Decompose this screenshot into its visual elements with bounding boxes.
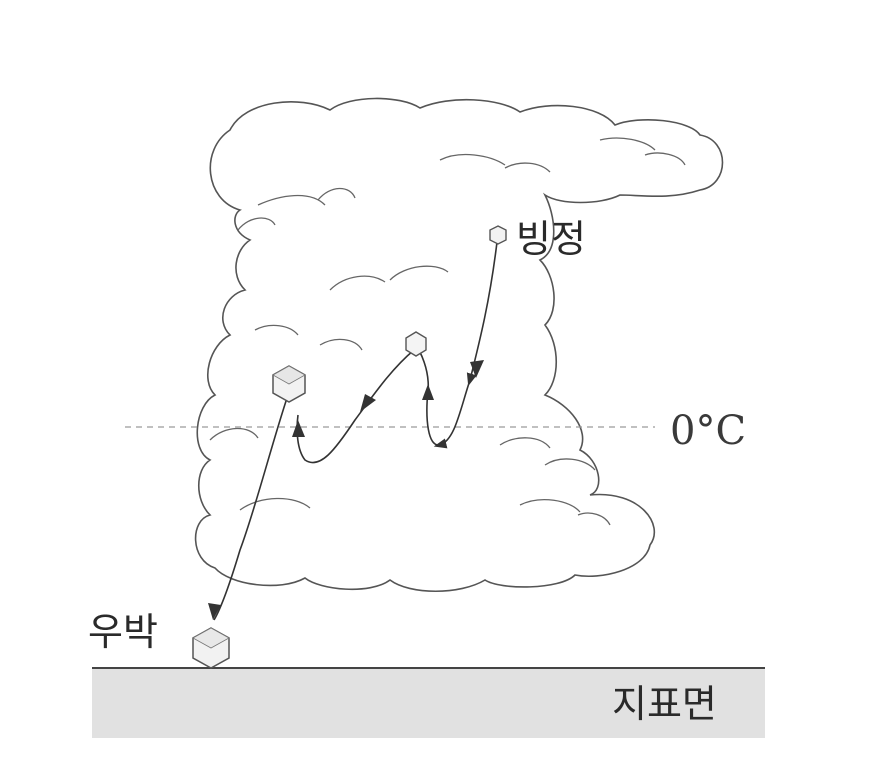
arrow-down-3	[208, 603, 221, 620]
label-ice-crystal: 빙정	[516, 217, 586, 261]
path-segment-1	[426, 241, 498, 449]
trajectory-arrows	[208, 360, 484, 620]
hailstone	[192, 627, 230, 669]
ice-crystal-start	[489, 225, 507, 245]
ice-particle-mid	[405, 331, 427, 357]
arrow-down-2	[360, 394, 376, 412]
arrow-up-1	[422, 384, 434, 400]
label-hail: 우박	[88, 610, 158, 654]
cumulonimbus-cloud	[194, 97, 724, 592]
path-segment-4	[213, 397, 288, 621]
arrow-down-1	[470, 360, 484, 378]
arrow-up-2	[292, 420, 305, 437]
ice-particle-large	[272, 365, 306, 403]
ground-surface-band	[92, 668, 765, 738]
label-freezing-level: 0°C	[670, 408, 746, 454]
label-ground-surface: 지표면	[612, 682, 717, 726]
cloud-detail-lines	[209, 137, 686, 526]
path-segment-3	[296, 349, 415, 464]
